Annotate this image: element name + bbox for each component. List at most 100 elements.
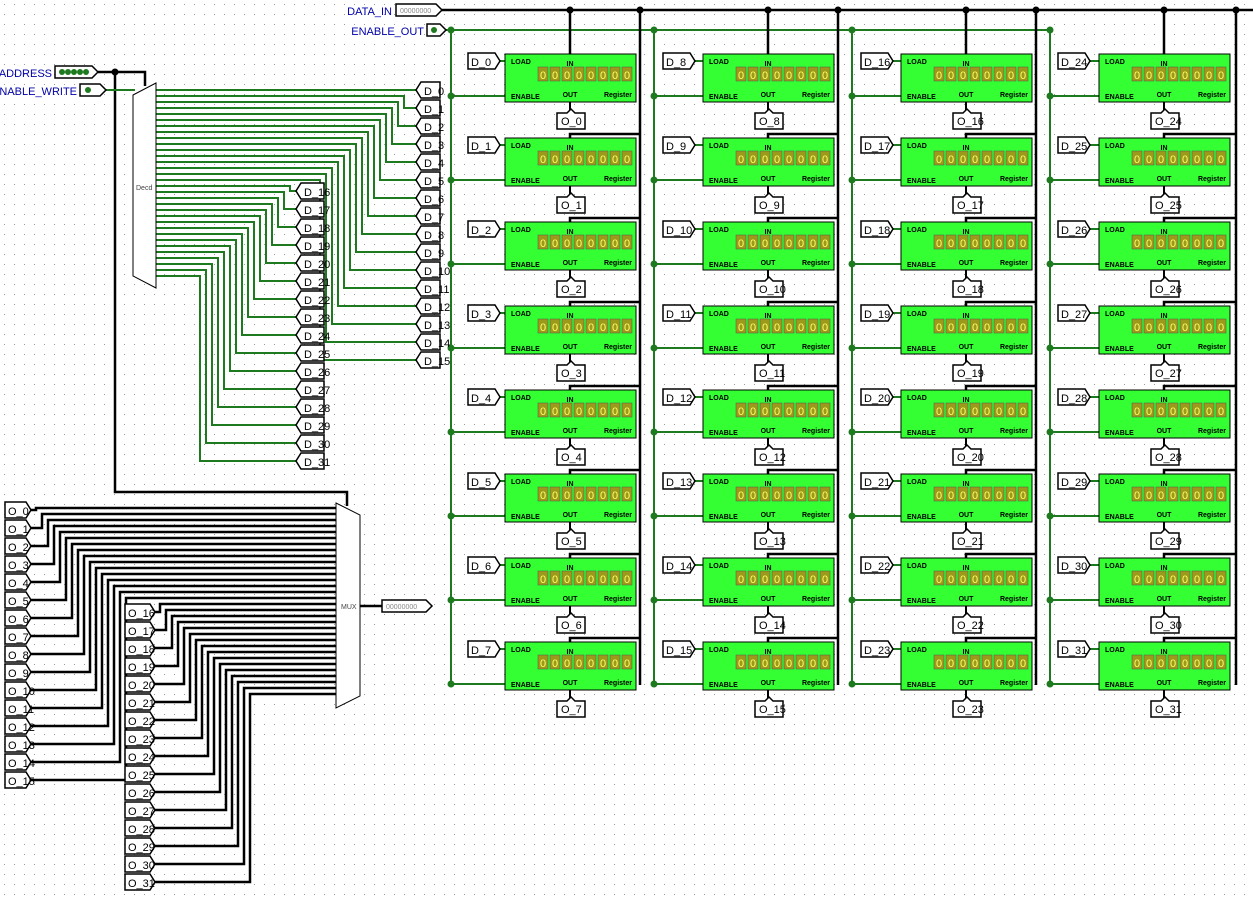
- load-tunnel-D0[interactable]: [467, 52, 501, 70]
- load-tunnel-D30[interactable]: [1057, 556, 1091, 574]
- decoder-tunnel-D10[interactable]: [415, 261, 441, 279]
- output-tunnel-O29[interactable]: [1150, 527, 1180, 550]
- decoder-tunnel-D30[interactable]: [295, 434, 325, 452]
- mux-tunnel-O1[interactable]: [4, 519, 32, 537]
- load-tunnel-D3[interactable]: [467, 304, 501, 322]
- enable-out-bit[interactable]: [431, 27, 437, 33]
- load-tunnel-D31[interactable]: [1057, 640, 1091, 658]
- mux-tunnel-O3[interactable]: [4, 555, 32, 573]
- mux-tunnel-O10[interactable]: [4, 681, 32, 699]
- load-tunnel-D15[interactable]: [662, 640, 696, 658]
- decoder[interactable]: [132, 82, 157, 289]
- mux-tunnel-O14[interactable]: [4, 753, 32, 771]
- mux-output-pin[interactable]: [381, 599, 434, 613]
- mux-tunnel-O7[interactable]: [4, 627, 32, 645]
- load-tunnel-D17[interactable]: [860, 136, 894, 154]
- enable-write-bit[interactable]: [85, 87, 91, 93]
- load-tunnel-D28[interactable]: [1057, 388, 1091, 406]
- decoder-tunnel-D13[interactable]: [415, 315, 441, 333]
- output-tunnel-O21[interactable]: [952, 527, 982, 550]
- decoder-tunnel-D20[interactable]: [295, 254, 325, 272]
- mux-tunnel-O5[interactable]: [4, 591, 32, 609]
- decoder-tunnel-D31[interactable]: [295, 452, 325, 470]
- mux-tunnel-O12[interactable]: [4, 717, 32, 735]
- output-tunnel-O11[interactable]: [754, 359, 784, 382]
- load-tunnel-D23[interactable]: [860, 640, 894, 658]
- address-bit[interactable]: [71, 69, 77, 75]
- mux-tunnel-O29[interactable]: [124, 837, 156, 855]
- output-tunnel-O17[interactable]: [952, 191, 982, 214]
- mux-tunnel-O17[interactable]: [124, 621, 156, 639]
- multiplexer[interactable]: [335, 502, 361, 709]
- decoder-tunnel-D22[interactable]: [295, 290, 325, 308]
- mux-tunnel-O21[interactable]: [124, 693, 156, 711]
- decoder-tunnel-D12[interactable]: [415, 297, 441, 315]
- address-bit[interactable]: [59, 69, 65, 75]
- output-tunnel-O14[interactable]: [754, 611, 784, 634]
- decoder-tunnel-D14[interactable]: [415, 333, 441, 351]
- load-tunnel-D4[interactable]: [467, 388, 501, 406]
- output-tunnel-O19[interactable]: [952, 359, 982, 382]
- output-tunnel-O26[interactable]: [1150, 275, 1180, 298]
- output-tunnel-O10[interactable]: [754, 275, 784, 298]
- decoder-tunnel-D3[interactable]: [415, 135, 441, 153]
- decoder-tunnel-D7[interactable]: [415, 207, 441, 225]
- decoder-tunnel-D17[interactable]: [295, 200, 325, 218]
- decoder-tunnel-D21[interactable]: [295, 272, 325, 290]
- output-tunnel-O24[interactable]: [1150, 107, 1180, 130]
- decoder-tunnel-D0[interactable]: [415, 81, 441, 99]
- mux-tunnel-O0[interactable]: [4, 501, 32, 519]
- output-tunnel-O3[interactable]: [556, 359, 586, 382]
- load-tunnel-D29[interactable]: [1057, 472, 1091, 490]
- decoder-tunnel-D19[interactable]: [295, 236, 325, 254]
- mux-tunnel-O22[interactable]: [124, 711, 156, 729]
- decoder-tunnel-D24[interactable]: [295, 326, 325, 344]
- output-tunnel-O4[interactable]: [556, 443, 586, 466]
- mux-tunnel-O8[interactable]: [4, 645, 32, 663]
- data-in-pin[interactable]: [395, 3, 444, 17]
- mux-tunnel-O11[interactable]: [4, 699, 32, 717]
- decoder-tunnel-D27[interactable]: [295, 380, 325, 398]
- address-bit[interactable]: [65, 69, 71, 75]
- load-tunnel-D11[interactable]: [662, 304, 696, 322]
- decoder-tunnel-D23[interactable]: [295, 308, 325, 326]
- decoder-tunnel-D26[interactable]: [295, 362, 325, 380]
- output-tunnel-O22[interactable]: [952, 611, 982, 634]
- output-tunnel-O18[interactable]: [952, 275, 982, 298]
- output-tunnel-O27[interactable]: [1150, 359, 1180, 382]
- load-tunnel-D9[interactable]: [662, 136, 696, 154]
- output-tunnel-O20[interactable]: [952, 443, 982, 466]
- output-tunnel-O25[interactable]: [1150, 191, 1180, 214]
- load-tunnel-D18[interactable]: [860, 220, 894, 238]
- decoder-tunnel-D15[interactable]: [415, 351, 441, 369]
- output-tunnel-O28[interactable]: [1150, 443, 1180, 466]
- load-tunnel-D13[interactable]: [662, 472, 696, 490]
- decoder-tunnel-D16[interactable]: [295, 182, 325, 200]
- load-tunnel-D16[interactable]: [860, 52, 894, 70]
- address-bit[interactable]: [77, 69, 83, 75]
- load-tunnel-D21[interactable]: [860, 472, 894, 490]
- output-tunnel-O15[interactable]: [754, 695, 784, 718]
- output-tunnel-O0[interactable]: [556, 107, 586, 130]
- address-bit[interactable]: [83, 69, 89, 75]
- mux-tunnel-O20[interactable]: [124, 675, 156, 693]
- load-tunnel-D22[interactable]: [860, 556, 894, 574]
- mux-tunnel-O31[interactable]: [124, 873, 156, 891]
- load-tunnel-D24[interactable]: [1057, 52, 1091, 70]
- output-tunnel-O12[interactable]: [754, 443, 784, 466]
- load-tunnel-D12[interactable]: [662, 388, 696, 406]
- load-tunnel-D14[interactable]: [662, 556, 696, 574]
- output-tunnel-O31[interactable]: [1150, 695, 1180, 718]
- decoder-tunnel-D9[interactable]: [415, 243, 441, 261]
- load-tunnel-D7[interactable]: [467, 640, 501, 658]
- output-tunnel-O6[interactable]: [556, 611, 586, 634]
- mux-tunnel-O2[interactable]: [4, 537, 32, 555]
- output-tunnel-O16[interactable]: [952, 107, 982, 130]
- mux-tunnel-O26[interactable]: [124, 783, 156, 801]
- mux-tunnel-O24[interactable]: [124, 747, 156, 765]
- load-tunnel-D20[interactable]: [860, 388, 894, 406]
- load-tunnel-D1[interactable]: [467, 136, 501, 154]
- load-tunnel-D10[interactable]: [662, 220, 696, 238]
- decoder-tunnel-D25[interactable]: [295, 344, 325, 362]
